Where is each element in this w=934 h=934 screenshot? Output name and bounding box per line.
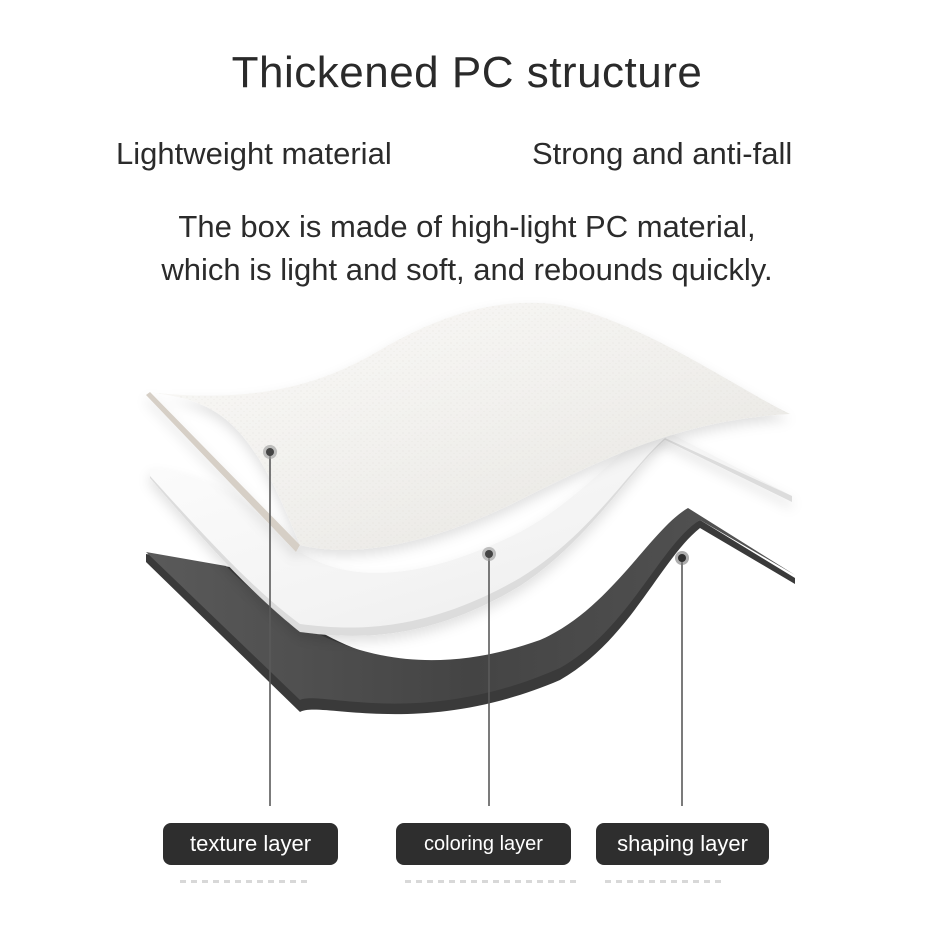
faint-marks-left (180, 880, 307, 886)
feature-anti-fall: Strong and anti-fall (532, 136, 793, 171)
shaping-layer-sheet (146, 508, 795, 715)
faint-marks-right (605, 880, 721, 886)
coloring-pointer (482, 547, 496, 806)
shaping-layer-label: shaping layer (596, 823, 769, 865)
description: The box is made of high-light PC materia… (0, 205, 934, 291)
texture-pointer (263, 445, 277, 806)
faint-marks-center (405, 880, 576, 886)
page-title: Thickened PC structure (231, 48, 703, 97)
coloring-layer-label: coloring layer (396, 823, 571, 865)
description-line-2: which is light and soft, and rebounds qu… (161, 252, 773, 287)
feature-lightweight: Lightweight material (116, 136, 392, 171)
texture-layer-sheet (146, 302, 790, 552)
shaping-pointer (675, 551, 689, 806)
coloring-layer-sheet (150, 428, 792, 636)
description-line-1: The box is made of high-light PC materia… (178, 209, 756, 244)
texture-layer-label: texture layer (163, 823, 338, 865)
